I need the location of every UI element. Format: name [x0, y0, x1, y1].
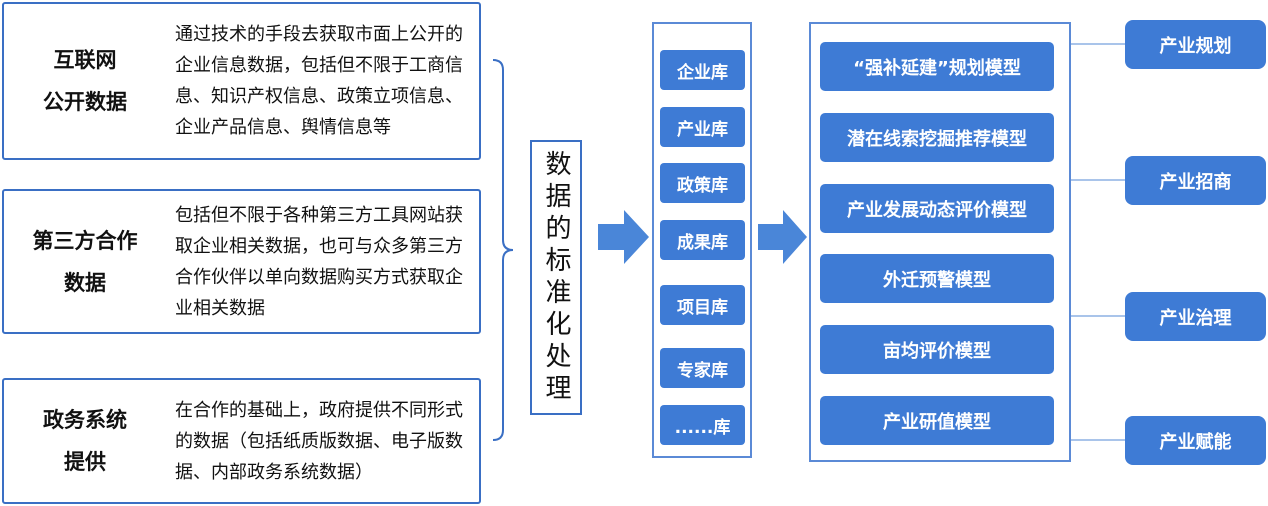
arrow-right-icon	[598, 210, 649, 264]
source-title-line: 互联网	[53, 48, 117, 72]
library-item-results: 成果库	[660, 220, 745, 260]
source-description: 包括但不限于各种第三方工具网站获取企业相关数据，也可与众多第三方合作伙伴以单向数…	[175, 204, 463, 319]
source-box-government-systems: 政务系统 提供 在合作的基础上，政府提供不同形式的数据（包括纸质版数据、电子版数…	[2, 378, 481, 504]
library-item-enterprise: 企业库	[660, 50, 745, 90]
source-description: 在合作的基础上，政府提供不同形式的数据（包括纸质版数据、电子版数据、内部政务系统…	[175, 399, 463, 483]
application-industry-governance: 产业治理	[1125, 292, 1266, 341]
model-item-dynamic-evaluation: 产业发展动态评价模型	[820, 184, 1054, 233]
source-box-third-party-data: 第三方合作 数据 包括但不限于各种第三方工具网站获取企业相关数据，也可与众多第三…	[2, 189, 481, 334]
processing-label: 数据的标准化处理	[541, 149, 571, 406]
source-box-internet-public-data: 互联网 公开数据 通过技术的手段去获取市面上公开的企业信息数据，包括但不限于工商…	[2, 2, 481, 160]
library-item-industry: 产业库	[660, 107, 745, 147]
model-item-relocation-warning: 外迁预警模型	[820, 254, 1054, 303]
source-title: 互联网 公开数据	[4, 39, 166, 123]
source-description: 通过技术的手段去获取市面上公开的企业信息数据，包括但不限于工商信息、知识产权信息…	[175, 24, 463, 138]
application-investment-attraction: 产业招商	[1125, 156, 1266, 205]
source-title: 政务系统 提供	[4, 399, 166, 483]
application-industry-planning: 产业规划	[1125, 20, 1266, 69]
source-title-line: 政务系统	[43, 408, 127, 432]
arrow-right-icon	[758, 210, 807, 264]
library-item-more: ......库	[660, 405, 745, 445]
source-title-line: 数据	[64, 270, 106, 295]
model-item-per-mu-evaluation: 亩均评价模型	[820, 325, 1054, 374]
source-title-line: 公开数据	[43, 90, 127, 114]
source-title: 第三方合作 数据	[4, 220, 166, 304]
library-item-policy: 政策库	[660, 163, 745, 203]
processing-box: 数据的标准化处理	[530, 140, 582, 415]
model-container	[809, 22, 1071, 462]
source-title-line: 第三方合作	[32, 228, 138, 253]
library-item-projects: 项目库	[660, 285, 745, 325]
source-title-line: 提供	[64, 450, 106, 474]
model-item-industry-research: 产业研值模型	[820, 396, 1054, 445]
library-item-experts: 专家库	[660, 348, 745, 388]
model-item-lead-mining: 潜在线索挖掘推荐模型	[820, 113, 1054, 162]
sources-bracket	[492, 59, 514, 441]
application-industry-empowerment: 产业赋能	[1125, 416, 1266, 465]
model-item-planning: “强补延建”规划模型	[820, 42, 1054, 91]
